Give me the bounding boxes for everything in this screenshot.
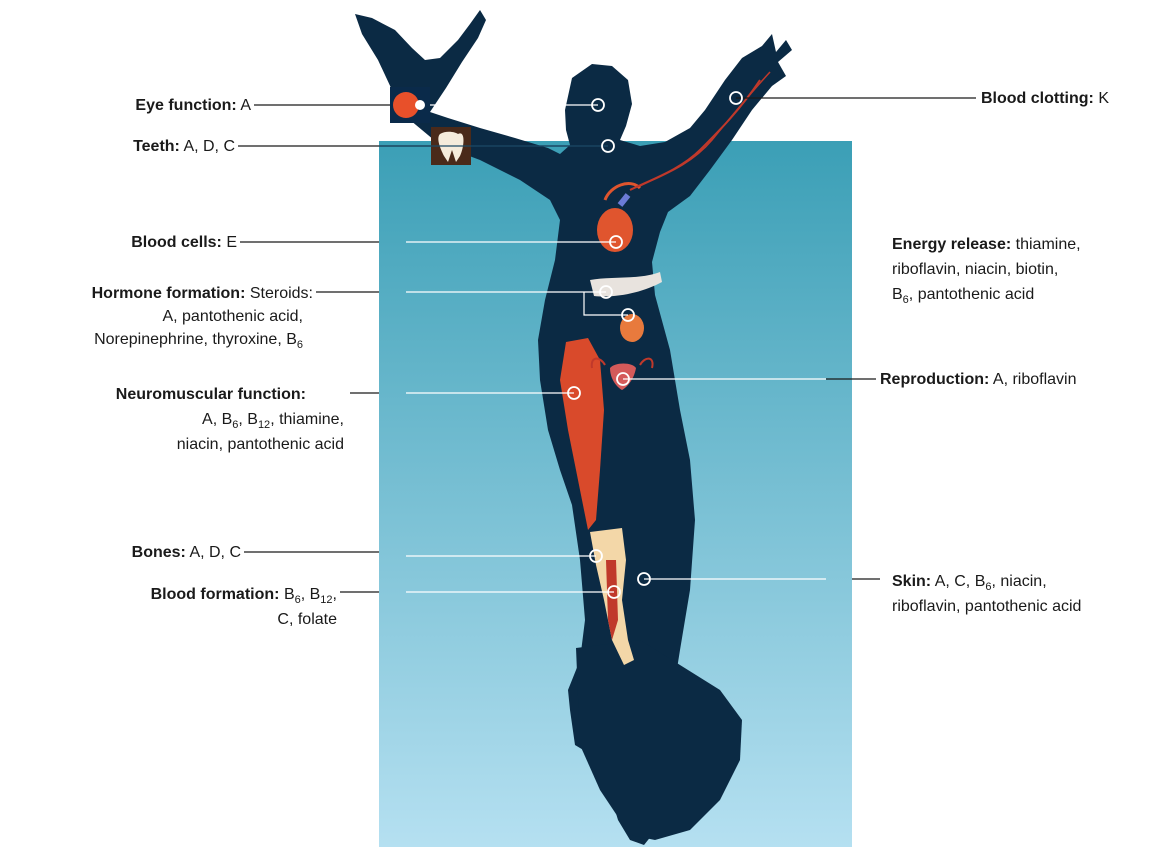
label-text: , B	[238, 411, 258, 428]
label-text: A, riboflavin	[993, 371, 1077, 388]
label-text: , B	[301, 586, 321, 603]
label-skin: Skin: A, C, B6, niacin, riboflavin, pant…	[892, 569, 1081, 619]
label-eye-function: Eye function: A	[135, 95, 251, 116]
label-bones: Bones: A, D, C	[132, 542, 241, 563]
label-title: Eye function:	[135, 97, 236, 114]
label-text: E	[226, 234, 237, 251]
label-text: A, D, C	[189, 544, 241, 561]
label-text: B	[892, 286, 903, 303]
label-title: Bones:	[132, 544, 186, 561]
label-blood-cells: Blood cells: E	[131, 232, 237, 253]
label-title: Reproduction:	[880, 371, 989, 388]
label-text: thiamine,	[1016, 236, 1081, 253]
label-teeth: Teeth: A, D, C	[133, 136, 235, 157]
label-title: Blood cells:	[131, 234, 222, 251]
label-line: A, pantothenic acid,	[92, 305, 303, 328]
eye-icon	[390, 87, 430, 123]
label-blood-clotting: Blood clotting: K	[981, 88, 1109, 109]
label-text: , niacin,	[992, 573, 1047, 590]
label-text: B	[284, 586, 295, 603]
label-text: , pantothenic acid	[909, 286, 1034, 303]
label-text: ,	[333, 586, 337, 603]
label-text: Steroids:	[250, 285, 313, 302]
label-blood-formation: Blood formation: B6, B12, C, folate	[151, 582, 337, 632]
label-text: , thiamine,	[270, 411, 344, 428]
label-title: Energy release:	[892, 236, 1011, 253]
label-line: riboflavin, pantothenic acid	[892, 594, 1081, 619]
label-text: A, D, C	[183, 138, 235, 155]
label-line: Norepinephrine, thyroxine, B	[94, 331, 297, 348]
label-line: niacin, pantothenic acid	[116, 432, 344, 457]
label-subscript: 12	[320, 594, 332, 606]
label-neuromuscular-function: Neuromuscular function: A, B6, B12, thia…	[116, 382, 344, 457]
label-text: A	[240, 97, 251, 114]
label-text: A, B	[202, 411, 232, 428]
label-subscript: 6	[297, 339, 303, 351]
label-text: K	[1098, 90, 1109, 107]
label-text: A, C, B	[935, 573, 986, 590]
label-hormone-formation: Hormone formation: Steroids: A, pantothe…	[92, 282, 313, 351]
label-line: C, folate	[151, 607, 337, 632]
label-title: Hormone formation:	[92, 285, 246, 302]
label-energy-release: Energy release: thiamine, riboflavin, ni…	[892, 232, 1081, 307]
label-title: Blood clotting:	[981, 90, 1094, 107]
label-reproduction: Reproduction: A, riboflavin	[880, 369, 1076, 390]
label-line: riboflavin, niacin, biotin,	[892, 257, 1081, 282]
label-title: Neuromuscular function:	[116, 386, 306, 403]
label-subscript: 12	[258, 419, 270, 431]
label-title: Skin:	[892, 573, 931, 590]
label-title: Blood formation:	[151, 586, 280, 603]
label-title: Teeth:	[133, 138, 180, 155]
